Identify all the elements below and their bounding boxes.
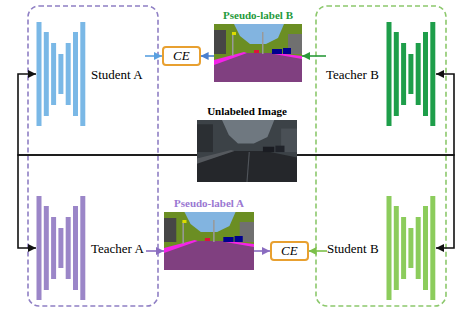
student-network: Student B	[327, 192, 436, 304]
network-shape	[386, 192, 436, 304]
layer-bar	[80, 22, 85, 126]
pseudo-label-image: Pseudo-label A	[164, 196, 254, 270]
layer-bar	[37, 22, 42, 126]
layer-bar	[416, 217, 421, 279]
layer-bar	[394, 206, 399, 290]
label-stack: Teacher A	[91, 241, 144, 256]
network-shape	[36, 18, 86, 130]
teacher-network: Teacher A	[36, 192, 146, 304]
group-a-frame	[28, 6, 158, 306]
loss-box: CE	[270, 241, 309, 261]
pseudo-label-image: Pseudo-label B	[214, 8, 302, 82]
layer-bar	[394, 32, 399, 116]
network-label: Teacher A	[91, 241, 144, 256]
image-caption: Pseudo-label B	[214, 8, 302, 22]
connector-arrow	[201, 55, 214, 57]
street-photo	[197, 120, 297, 182]
layer-bar	[423, 206, 428, 290]
layer-bar	[387, 196, 392, 300]
student-network: Student A	[36, 18, 145, 130]
layer-bar	[66, 217, 71, 279]
label-stack: Student A	[91, 67, 143, 82]
connector-arrow	[302, 55, 326, 57]
layer-bar	[58, 228, 63, 268]
layer-bar	[416, 43, 421, 105]
loss-label: CE	[173, 49, 190, 63]
layer-bar	[408, 54, 413, 94]
connector-arrow	[145, 55, 162, 57]
connector-arrow	[146, 250, 164, 252]
image-caption: Unlabeled Image	[197, 104, 297, 118]
label-stack: Teacher B	[326, 67, 379, 82]
layer-bar	[51, 43, 56, 105]
network-shape	[36, 192, 86, 304]
label-stack: Student B	[327, 241, 379, 256]
layer-bar	[44, 206, 49, 290]
group-b-frame	[316, 6, 446, 306]
network-label: Student A	[91, 67, 143, 82]
segmentation-map	[164, 212, 254, 270]
layer-bar	[37, 196, 42, 300]
layer-bar	[58, 54, 63, 94]
loss-box: CE	[162, 46, 201, 66]
layer-bar	[44, 32, 49, 116]
layer-bar	[80, 196, 85, 300]
connector-arrow	[254, 250, 270, 252]
connector-arrow	[309, 250, 327, 252]
network-label: Student B	[327, 241, 379, 256]
layer-bar	[408, 228, 413, 268]
layer-bar	[73, 32, 78, 116]
layer-bar	[430, 22, 435, 126]
layer-bar	[66, 43, 71, 105]
input-image: Unlabeled Image	[197, 104, 297, 182]
image-caption: Pseudo-label A	[164, 196, 254, 210]
loss-label: CE	[281, 244, 298, 258]
layer-bar	[423, 32, 428, 116]
network-shape	[386, 18, 436, 130]
network-label: Teacher B	[326, 67, 379, 82]
layer-bar	[430, 196, 435, 300]
teacher-network: Teacher B	[326, 18, 436, 130]
layer-bar	[401, 43, 406, 105]
layer-bar	[51, 217, 56, 279]
segmentation-map	[214, 24, 302, 82]
layer-bar	[73, 206, 78, 290]
layer-bar	[401, 217, 406, 279]
layer-bar	[387, 22, 392, 126]
